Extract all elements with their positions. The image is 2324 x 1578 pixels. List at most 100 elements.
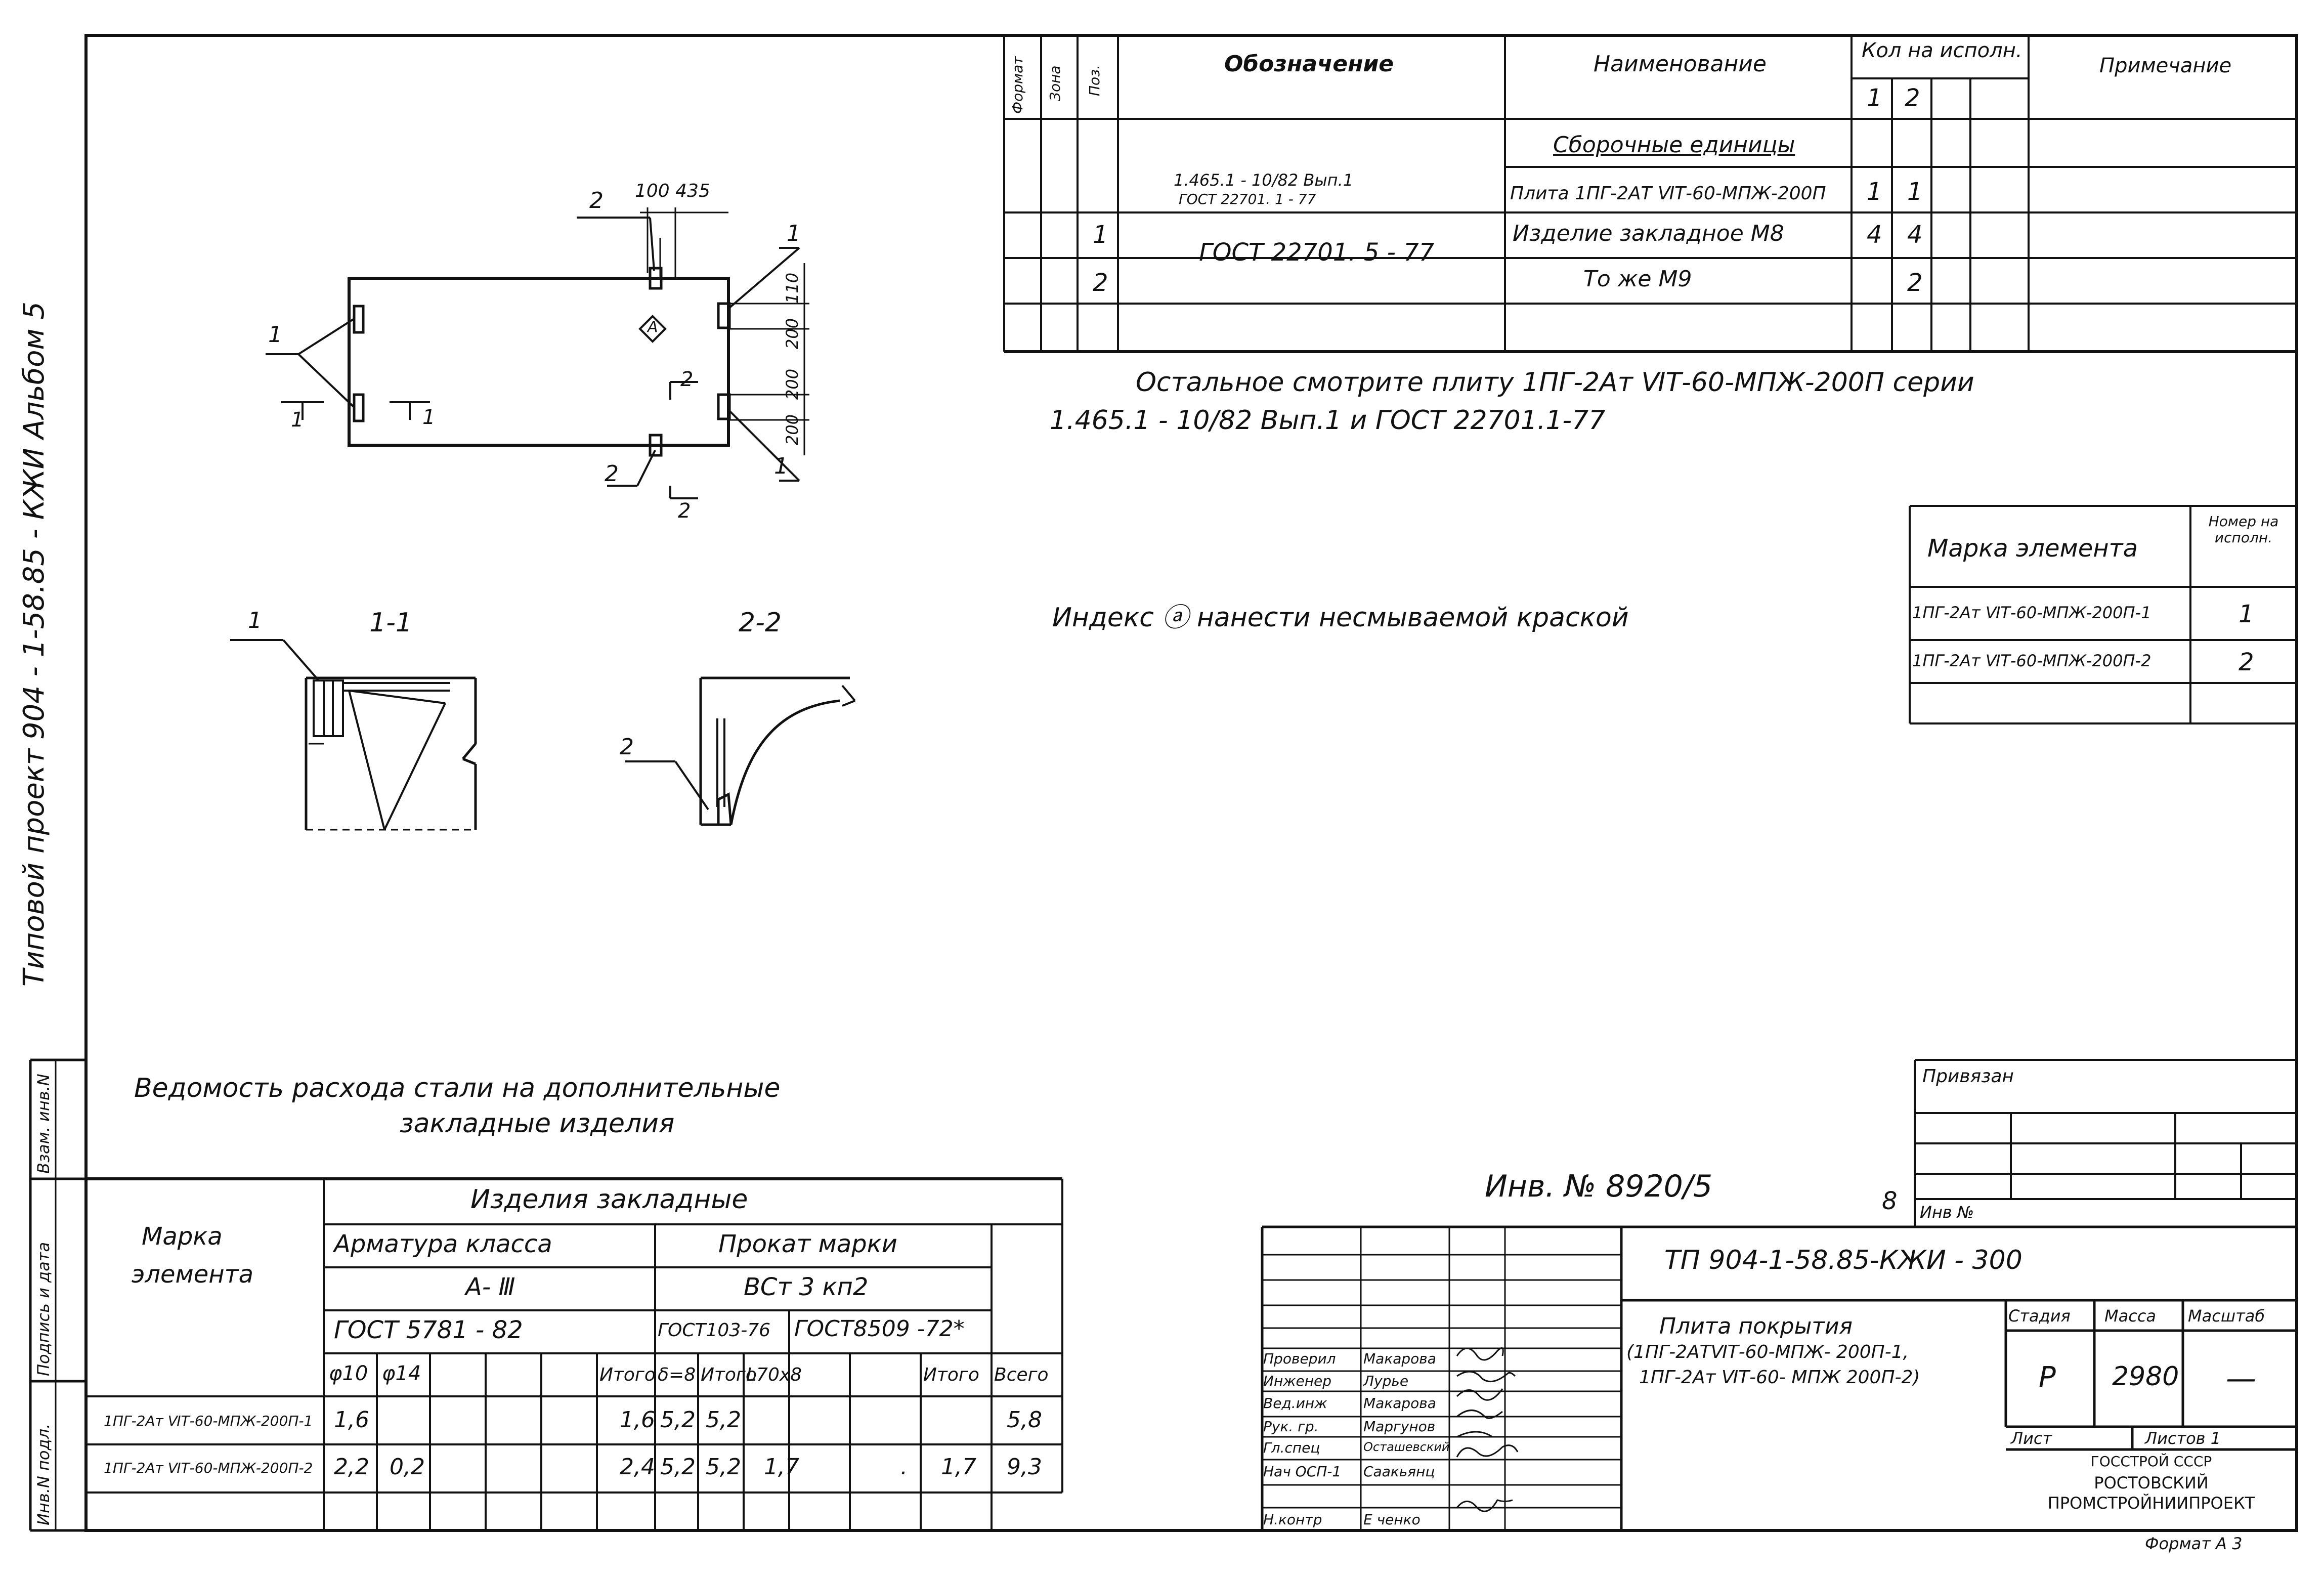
steel-header-gost1: ГОСТ103-76 [658,1320,771,1341]
spec-header-qty: Кол на исполн. [1862,39,2022,62]
marks-header-num: Номер на исполн. [2208,513,2279,546]
role-group-head: Рук. гр. [1263,1418,1319,1435]
stage-value: Р [2039,1361,2056,1394]
side-project-title: Типовой проект 904 - 1-58.85 - КЖИ Альбо… [18,301,51,987]
spec-row1-designation2: ГОСТ 22701. 1 - 77 [1179,191,1316,207]
strip-signature-date: Подпись и дата [34,1242,53,1376]
steel-row2-dot: . [900,1454,908,1480]
role-lead-engineer: Вед.инж [1263,1395,1327,1412]
steel-row1-total-plate: 5,2 [706,1407,741,1433]
sheets-label: Листов 1 [2145,1429,2221,1448]
steel-row2-mark: 1ПГ-2Ат ⅥТ-60-МПЖ-200П-2 [104,1460,313,1476]
mass-header: Масса [2104,1306,2157,1326]
label-1-left: 1 [268,322,282,348]
name-norm-control: Е ченко [1363,1511,1421,1528]
steel-row2-grand-total: 9,3 [1007,1454,1042,1480]
steel-row1-grand-total: 5,8 [1007,1407,1042,1433]
dim-right-3: 200 [783,368,802,400]
spec-row2-pos: 1 [1093,221,1108,249]
steel-col-angle: L70х8 [746,1364,802,1385]
steel-row1-phi10: 1,6 [334,1407,369,1433]
steel-row1-total-arm: 1,6 [620,1407,655,1433]
steel-row2-angle: 1,7 [764,1454,799,1480]
spec-row1-designation: 1.465.1 - 10/82 Вып.1 [1174,170,1354,190]
slab-outline [348,277,730,447]
spec-section-title: Сборочные единицы [1553,132,1795,158]
spec-header-zone: Зона [1047,65,1063,101]
section-2-label: 2 [620,734,634,760]
steel-col-total-angle: Итого [923,1364,979,1385]
cut-1-right: 1 [422,406,436,429]
steel-row2-phi14: 0,2 [390,1454,425,1480]
scale-header: Масштаб [2188,1306,2265,1326]
label-2-top: 2 [589,188,604,214]
steel-row2-total-angle: 1,7 [941,1454,976,1480]
inventory-number: Инв. № 8920/5 [1485,1169,1713,1204]
steel-header-gost2: ГОСТ8509 -72* [794,1316,965,1342]
document-code: ТП 904-1-58.85-КЖИ - 300 [1664,1245,2022,1275]
section-1-1-title: 1-1 [369,608,412,638]
marks-row2-num: 2 [2239,648,2254,676]
steel-header-rolled-grade: ВСт 3 кп2 [744,1273,869,1301]
strip-inv-original: Инв.N подл. [34,1423,53,1525]
marks-row1-mark: 1ПГ-2Ат ⅥТ-60-МПЖ-200П-1 [1912,603,2151,622]
title-name-line1: Плита покрытия [1659,1313,1853,1339]
title-name-line3: 1ПГ-2Ат ⅥТ-60- МПЖ 200П-2) [1639,1367,1920,1388]
steel-header-arm-class: Арматура класса [334,1230,552,1258]
marks-row2-mark: 1ПГ-2Ат ⅥТ-60-МПЖ-200П-2 [1912,651,2151,670]
index-letter: A [648,318,658,336]
spec-header-note: Примечание [2099,54,2232,77]
spec-row2-q1: 4 [1867,221,1882,249]
inventory-digit: 8 [1882,1187,1898,1215]
label-1-bottomright: 1 [774,453,788,479]
dim-right-2: 200 [783,318,802,349]
name-dept-head: Саакьянц [1363,1463,1435,1480]
marks-row1-num: 1 [2239,600,2254,628]
steel-row1-delta8: 5,2 [660,1407,696,1433]
section-1-1 [230,639,477,831]
steel-title-line2: закладные изделия [400,1108,675,1139]
plan-view [266,207,809,499]
steel-col-phi14: φ14 [382,1362,421,1385]
name-checked: Макарова [1363,1350,1436,1367]
role-norm-control: Н.контр [1263,1511,1322,1528]
steel-col-phi10: φ10 [329,1362,368,1385]
cut-1-left: 1 [291,408,304,432]
sheet-frame [84,34,2298,1532]
scale-value: — [2226,1361,2256,1396]
spec-header-v1: 1 [1867,84,1882,112]
spec-table-grid [1003,35,2297,353]
spec-row2-name: Изделие закладное М8 [1513,221,1784,246]
section-2-2-title: 2-2 [739,608,782,638]
strip-replaced-inv: Взам. инв.N [34,1074,53,1174]
title-block-grid [1261,1225,2297,1530]
role-dept-head: Нач ОСП-1 [1263,1463,1342,1480]
spec-header-v2: 2 [1905,84,1920,112]
name-chief-spec: Осташевский [1363,1440,1450,1454]
name-engineer: Лурье [1363,1373,1409,1389]
spec-row3-q2: 2 [1907,269,1923,297]
steel-table-grid [86,1177,1063,1530]
steel-row2-total-plate: 5,2 [706,1454,741,1480]
note-rest-line1: Остальное смотрите плиту 1ПГ-2Ат ⅥТ-60-М… [1136,367,1974,398]
steel-col-total-plate: Итого [701,1364,757,1385]
dim-right-1: 110 [783,272,802,304]
org-rostov: РОСТОВСКИЙ [2094,1473,2209,1492]
spec-header-format: Формат [1009,56,1026,114]
steel-col-delta8: δ=8 [658,1364,696,1385]
privyazan-grid [1914,1059,2297,1227]
name-lead-engineer: Макарова [1363,1395,1436,1412]
spec-row2-q2: 4 [1907,221,1923,249]
spec-row3-pos: 2 [1093,269,1108,297]
section-2-2 [625,676,856,826]
role-chief-spec: Гл.спец [1263,1439,1320,1456]
steel-row2-delta8: 5,2 [660,1454,696,1480]
steel-header-arm-grade: А- Ⅲ [465,1273,515,1301]
steel-header-mark2: элемента [132,1260,254,1289]
format-label: Формат А 3 [2145,1534,2243,1553]
steel-header-products: Изделия закладные [470,1184,748,1215]
spec-header-designation: Обозначение [1224,51,1394,77]
steel-row2-phi10: 2,2 [334,1454,369,1480]
cut-2-bottom: 2 [678,499,691,523]
